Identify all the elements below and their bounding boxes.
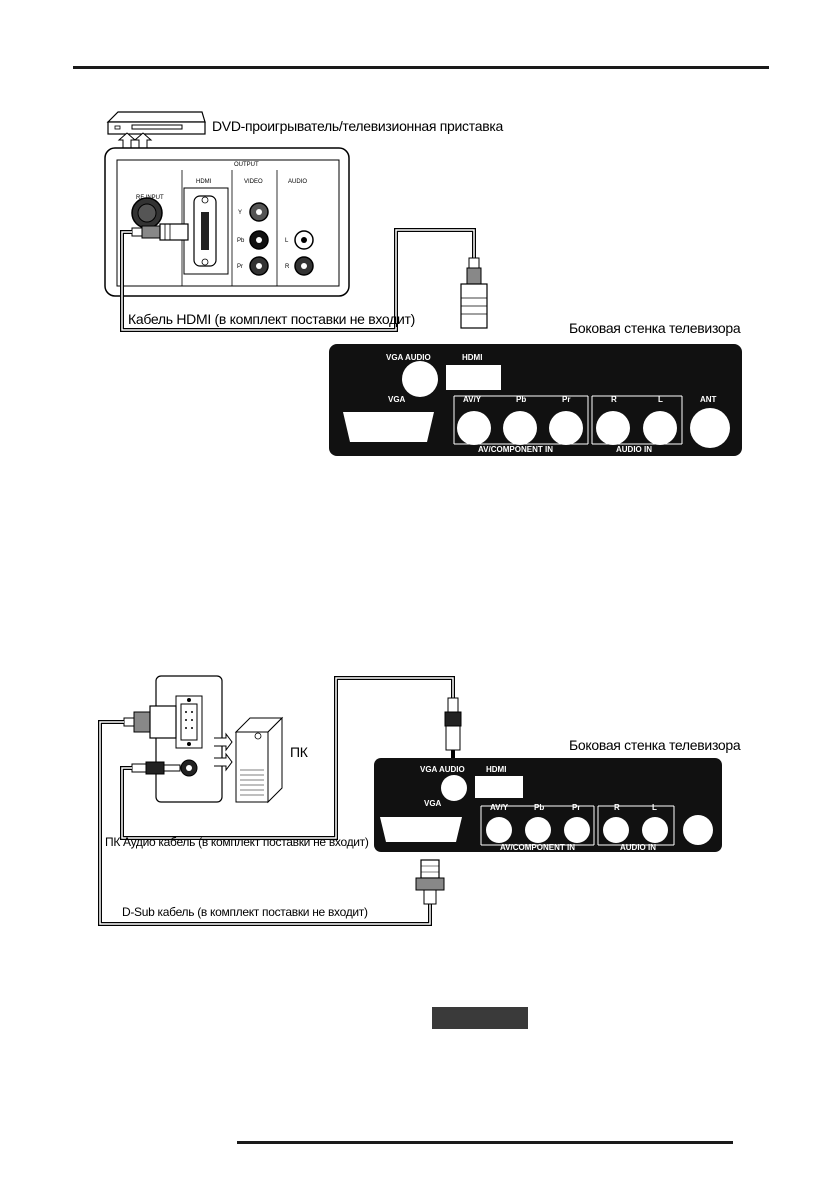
dsub-plug-tv: [415, 859, 445, 905]
tv-side-panel-top: VGA AUDIO HDMI VGA AV/Y Pb Pr AV/COMPONE…: [329, 344, 742, 456]
svg-text:R: R: [611, 395, 617, 404]
svg-text:VGA: VGA: [424, 799, 442, 808]
player-caption: DVD-проигрыватель/телевизионная приставк…: [212, 118, 503, 134]
svg-text:R: R: [285, 264, 290, 270]
page-badge: [432, 1007, 528, 1029]
svg-text:HDMI: HDMI: [462, 353, 482, 362]
svg-text:AV/Y: AV/Y: [490, 803, 509, 812]
video-label: VIDEO: [244, 179, 263, 185]
tv-side-panel-bottom: VGA AUDIO HDMI VGA AV/Y Pb Pr AV/COMPONE…: [374, 758, 722, 852]
svg-text:AUDIO IN: AUDIO IN: [616, 445, 652, 454]
svg-text:VGA AUDIO: VGA AUDIO: [420, 765, 465, 774]
pc-connection-diagram: VGA AUDIO HDMI VGA AV/Y Pb Pr AV/COMPONE…: [98, 675, 722, 926]
pc-tower-icon: [234, 716, 284, 804]
svg-text:Pb: Pb: [237, 238, 245, 244]
svg-text:VGA AUDIO: VGA AUDIO: [386, 353, 431, 362]
svg-text:AV/Y: AV/Y: [463, 395, 482, 404]
hdmi-connection-diagram: OUTPUT RF INPUT HDMI VIDEO AUDIO Y Pb Pr…: [104, 111, 742, 456]
svg-text:Pr: Pr: [562, 395, 570, 404]
hdmi-plug-tv: [460, 257, 488, 329]
header-rule: [73, 66, 769, 69]
svg-text:AV/COMPONENT IN: AV/COMPONENT IN: [478, 445, 553, 454]
audio-plug-tv: [444, 697, 462, 758]
svg-text:R: R: [614, 803, 620, 812]
hdmi-source-label: HDMI: [196, 179, 212, 185]
dsub-cable-caption: D-Sub кабель (в комплект поставки не вхо…: [122, 905, 368, 919]
svg-text:L: L: [652, 803, 657, 812]
output-label: OUTPUT: [234, 162, 259, 168]
svg-text:L: L: [658, 395, 663, 404]
hdmi-cable-caption: Кабель HDMI (в комплект поставки не вход…: [128, 311, 415, 327]
svg-text:Pb: Pb: [516, 395, 526, 404]
svg-text:Pr: Pr: [237, 264, 243, 270]
svg-text:Pr: Pr: [572, 803, 580, 812]
footer-rule: [237, 1141, 733, 1144]
tv-side-caption-top: Боковая стенка телевизора: [569, 320, 741, 336]
svg-text:Pb: Pb: [534, 803, 544, 812]
svg-text:ANT: ANT: [700, 395, 717, 404]
audio-plug-pc: [131, 761, 181, 775]
svg-text:Y: Y: [238, 210, 242, 216]
audio-label: AUDIO: [288, 179, 307, 185]
svg-text:VGA: VGA: [388, 395, 406, 404]
dsub-plug-pc: [123, 705, 177, 739]
pc-caption: ПК: [290, 744, 308, 760]
pc-audio-cable-caption: ПК Аудио кабель (в комплект поставки не …: [105, 835, 369, 849]
dvd-player-icon: [106, 111, 206, 135]
up-arrows: [117, 132, 153, 150]
svg-text:AUDIO IN: AUDIO IN: [620, 843, 656, 852]
tv-side-caption-bottom: Боковая стенка телевизора: [569, 737, 741, 753]
svg-text:HDMI: HDMI: [486, 765, 506, 774]
svg-text:L: L: [285, 238, 289, 244]
svg-text:AV/COMPONENT IN: AV/COMPONENT IN: [500, 843, 575, 852]
